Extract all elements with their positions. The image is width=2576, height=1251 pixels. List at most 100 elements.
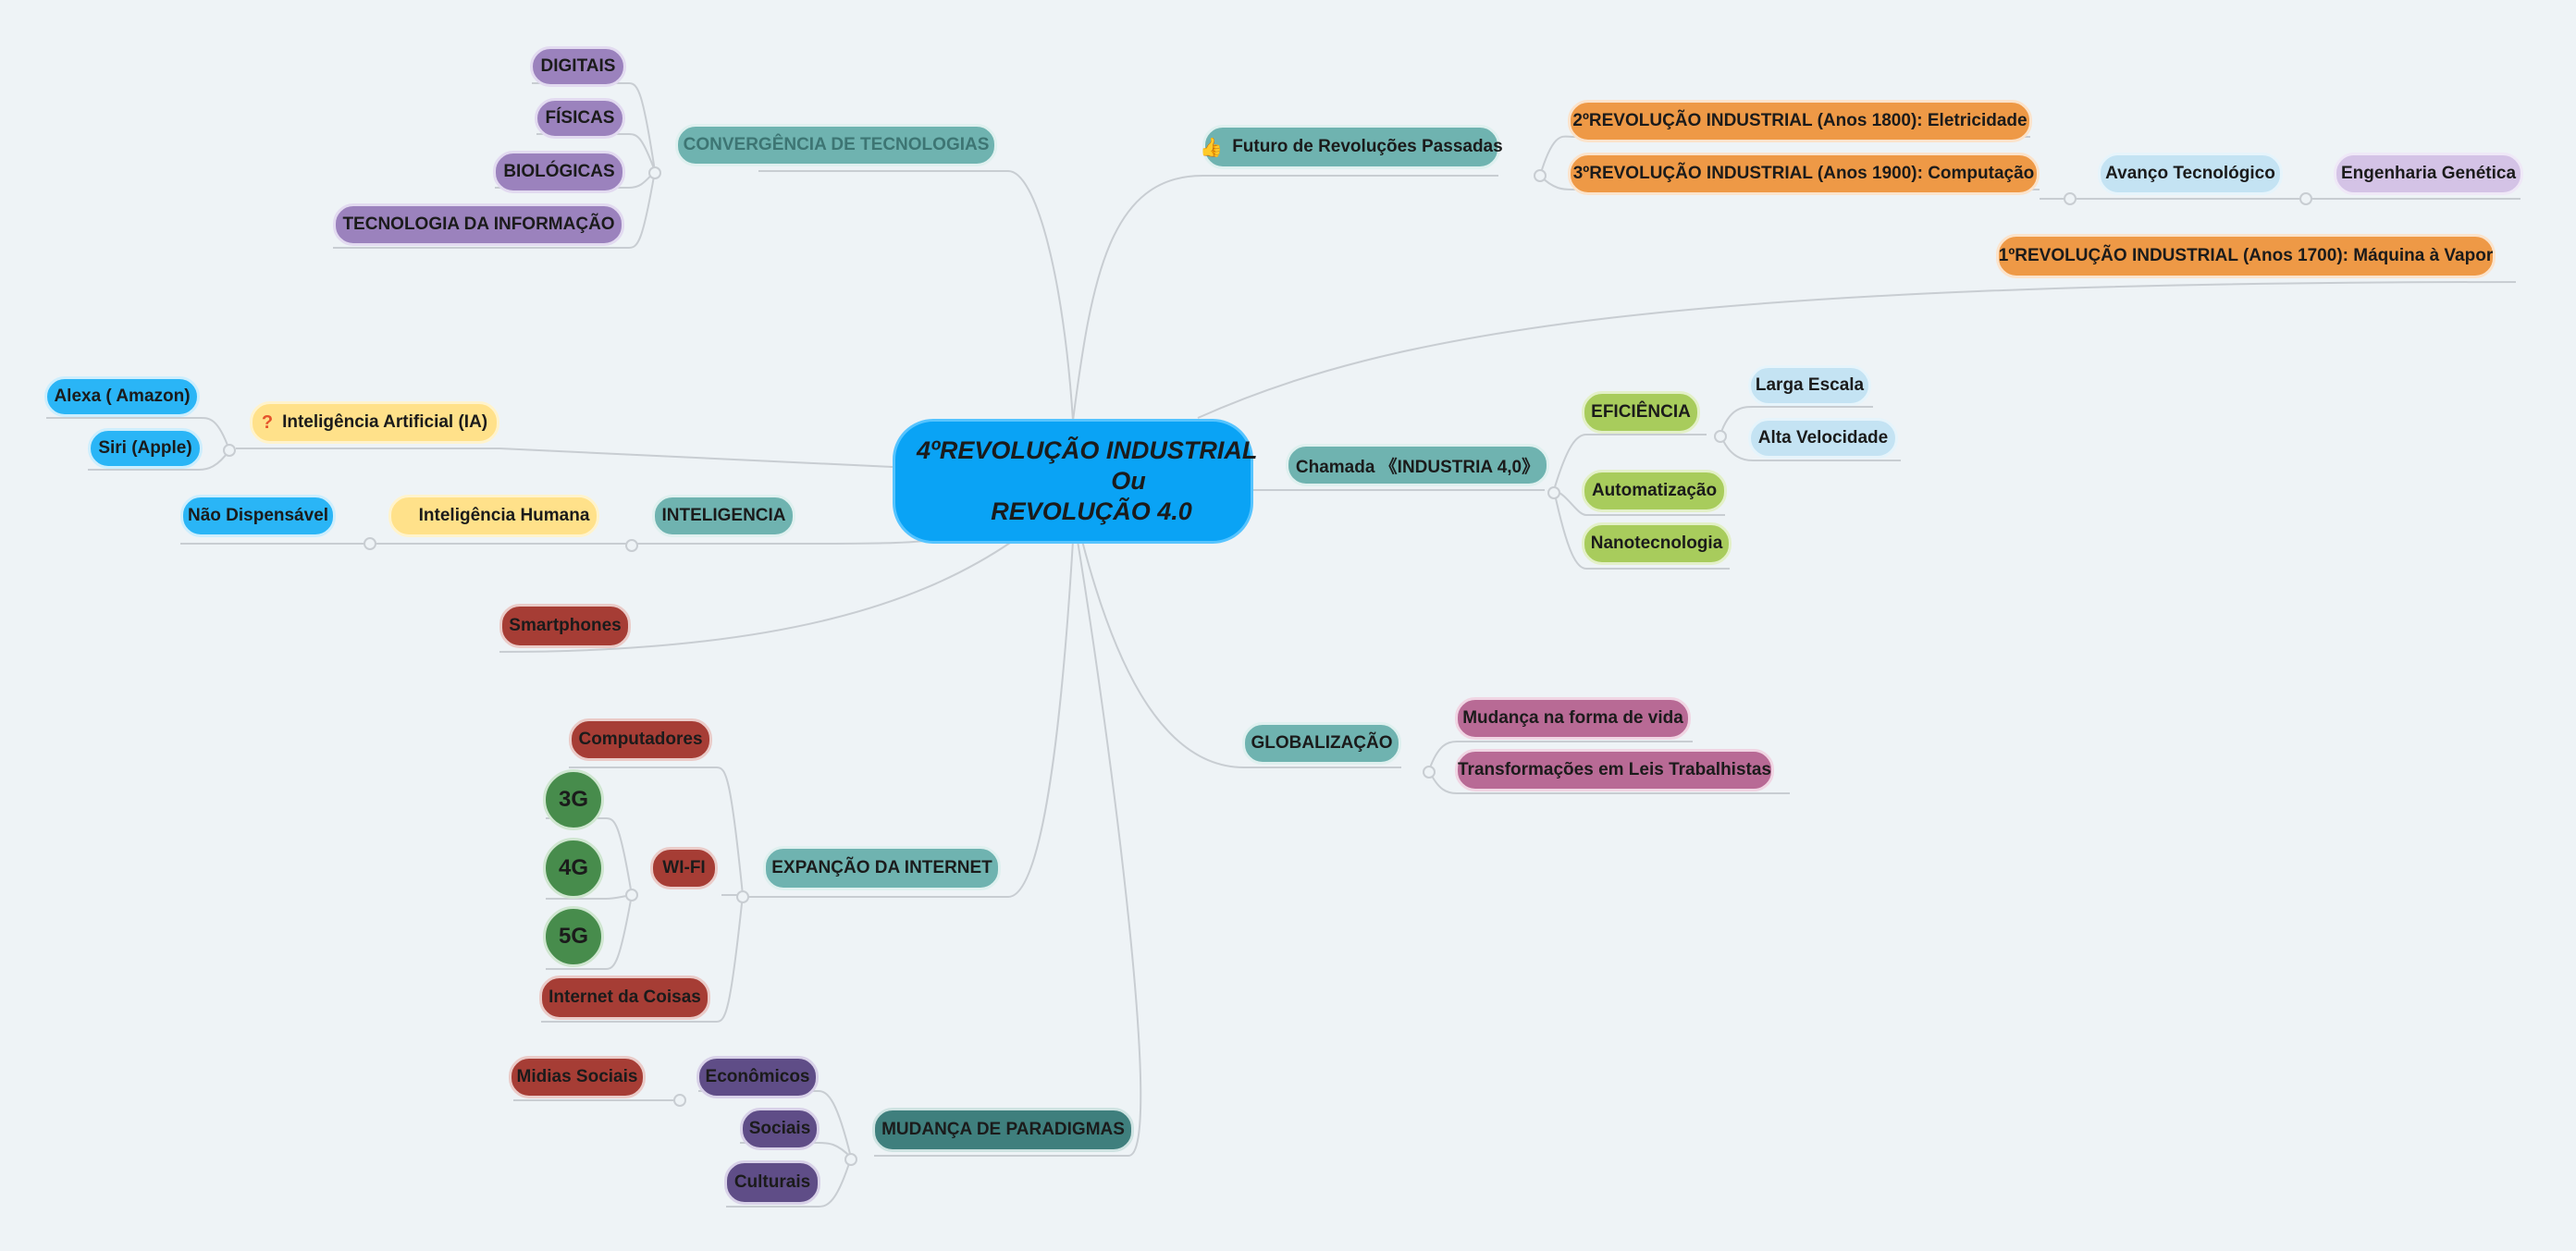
siri-node[interactable]: Siri (Apple): [88, 428, 203, 469]
connector-knob: [736, 890, 749, 903]
central-line-3: REVOLUÇÃO 4.0: [991, 497, 1192, 525]
alexa-node[interactable]: Alexa ( Amazon): [44, 376, 200, 417]
alta-velocidade-label: Alta Velocidade: [1757, 428, 1889, 448]
connector-knob: [2064, 192, 2077, 205]
connector: [1539, 135, 2030, 177]
convergencia-node[interactable]: CONVERGÊNCIA DE TECNOLOGIAS: [675, 124, 997, 166]
central-line-2: Ou: [1111, 467, 1146, 495]
biologicas-label: BIOLÓGICAS: [503, 162, 615, 181]
connector: [1081, 540, 1401, 768]
chamada-label: Chamada 《INDUSTRIA 4,0》: [1295, 457, 1540, 477]
connector-knob: [1547, 486, 1560, 499]
inteligencia-node[interactable]: INTELIGENCIA: [652, 495, 795, 537]
connector: [236, 448, 894, 468]
connector-knob: [2299, 192, 2312, 205]
connector: [1553, 434, 1707, 491]
nao-dispensavel-node[interactable]: Não Dispensável: [180, 495, 336, 537]
ti-node[interactable]: TECNOLOGIA DA INFORMAÇÃO: [333, 203, 624, 246]
connector-knob: [625, 889, 638, 901]
engenharia-label: Engenharia Genética: [2341, 164, 2517, 183]
third-revolution-node[interactable]: 3ºREVOLUÇÃO INDUSTRIAL (Anos 1900): Comp…: [1568, 153, 2040, 195]
larga-escala-label: Larga Escala: [1755, 375, 1865, 395]
connector-knob: [673, 1094, 686, 1107]
culturais-node[interactable]: Culturais: [724, 1160, 820, 1205]
avanco-label: Avanço Tecnológico: [2105, 164, 2275, 183]
connector-knob: [223, 444, 236, 457]
sociais-node[interactable]: Sociais: [740, 1108, 820, 1150]
fisicas-node[interactable]: FÍSICAS: [535, 98, 625, 139]
nanotecnologia-label: Nanotecnologia: [1590, 534, 1723, 553]
biologicas-node[interactable]: BIOLÓGICAS: [493, 151, 625, 193]
leis-node[interactable]: Transformações em Leis Trabalhistas: [1455, 749, 1774, 791]
internet-label: EXPANÇÃO DA INTERNET: [771, 858, 992, 877]
automatizacao-node[interactable]: Automatização: [1582, 470, 1727, 512]
midias-node[interactable]: Midias Sociais: [509, 1056, 646, 1098]
smartphones-label: Smartphones: [509, 616, 622, 635]
larga-escala-node[interactable]: Larga Escala: [1748, 365, 1871, 406]
globalizacao-label: GLOBALIZAÇÃO: [1251, 733, 1393, 753]
connector: [1719, 406, 1873, 435]
convergencia-label: CONVERGÊNCIA DE TECNOLOGIAS: [683, 135, 990, 154]
4g-node[interactable]: 4G: [543, 838, 604, 899]
midias-label: Midias Sociais: [516, 1067, 638, 1086]
economicos-label: Econômicos: [705, 1067, 810, 1086]
chamada-node[interactable]: Chamada 《INDUSTRIA 4,0》: [1286, 444, 1549, 486]
engenharia-node[interactable]: Engenharia Genética: [2334, 153, 2523, 195]
globalizacao-node[interactable]: GLOBALIZAÇÃO: [1242, 722, 1401, 765]
wifi-label: WI-FI: [662, 858, 706, 877]
connector: [546, 817, 633, 896]
wifi-node[interactable]: WI-FI: [650, 847, 718, 889]
sociais-label: Sociais: [748, 1119, 811, 1138]
connector-knob: [1534, 169, 1547, 182]
avanco-node[interactable]: Avanço Tecnológico: [2098, 153, 2283, 195]
iot-node[interactable]: Internet da Coisas: [539, 975, 710, 1020]
paradigmas-node[interactable]: MUDANÇA DE PARADIGMAS: [872, 1108, 1134, 1152]
third-revolution-label: 3ºREVOLUÇÃO INDUSTRIAL (Anos 1900): Comp…: [1572, 164, 2035, 183]
3g-node[interactable]: 3G: [543, 769, 604, 830]
connector: [745, 540, 1074, 898]
second-revolution-node[interactable]: 2ºREVOLUÇÃO INDUSTRIAL (Anos 1800): Elet…: [1568, 100, 2032, 142]
thumbs-up-icon: 👍: [1200, 137, 1224, 158]
nanotecnologia-node[interactable]: Nanotecnologia: [1582, 522, 1732, 565]
alta-velocidade-node[interactable]: Alta Velocidade: [1748, 418, 1898, 459]
leis-label: Transformações em Leis Trabalhistas: [1458, 760, 1771, 779]
futuro-node[interactable]: 👍 Futuro de Revoluções Passadas: [1200, 125, 1503, 169]
economicos-node[interactable]: Econômicos: [696, 1056, 819, 1098]
5g-node[interactable]: 5G: [543, 906, 604, 967]
connector: [46, 416, 230, 451]
connector: [333, 170, 656, 249]
connector-knob: [1423, 766, 1436, 779]
computadores-node[interactable]: Computadores: [569, 718, 712, 761]
connector: [546, 894, 633, 900]
smartphones-node[interactable]: Smartphones: [499, 604, 631, 648]
ti-label: TECNOLOGIA DA INFORMAÇÃO: [342, 215, 615, 234]
connector: [1197, 281, 2517, 419]
computadores-label: Computadores: [578, 730, 703, 749]
ia-node[interactable]: ? Inteligência Artificial (IA): [250, 401, 499, 444]
connector: [726, 1157, 852, 1208]
eficiencia-node[interactable]: EFICIÊNCIA: [1582, 391, 1700, 434]
internet-node[interactable]: EXPANÇÃO DA INTERNET: [763, 846, 1001, 890]
connector-knob: [364, 537, 376, 550]
futuro-label: Futuro de Revoluções Passadas: [1232, 137, 1503, 156]
digitais-node[interactable]: DIGITAIS: [530, 46, 626, 87]
connector-knob: [625, 539, 638, 552]
connector: [541, 894, 744, 1023]
first-revolution-label: 1ºREVOLUÇÃO INDUSTRIAL (Anos 1700): Máqu…: [1998, 246, 2494, 265]
lightbulb-icon: ●: [398, 505, 410, 526]
mudanca-vida-node[interactable]: Mudança na forma de vida: [1455, 697, 1691, 740]
connector-knob: [1714, 430, 1727, 443]
ia-label: Inteligência Artificial (IA): [282, 412, 488, 432]
first-revolution-node[interactable]: 1ºREVOLUÇÃO INDUSTRIAL (Anos 1700): Máqu…: [1996, 234, 2496, 278]
inteligencia-humana-node[interactable]: ● Inteligência Humana: [388, 495, 599, 537]
culturais-label: Culturais: [733, 1172, 811, 1192]
connector: [758, 170, 1074, 422]
connector: [1428, 741, 1693, 771]
3g-label: 3G: [558, 787, 588, 812]
connector: [546, 894, 633, 970]
paradigmas-label: MUDANÇA DE PARADIGMAS: [881, 1120, 1125, 1139]
connector: [740, 1142, 852, 1159]
connector: [698, 1090, 852, 1159]
central-topic[interactable]: 4ºREVOLUÇÃO INDUSTRIAL Ou REVOLUÇÃO 4.0: [893, 419, 1257, 544]
